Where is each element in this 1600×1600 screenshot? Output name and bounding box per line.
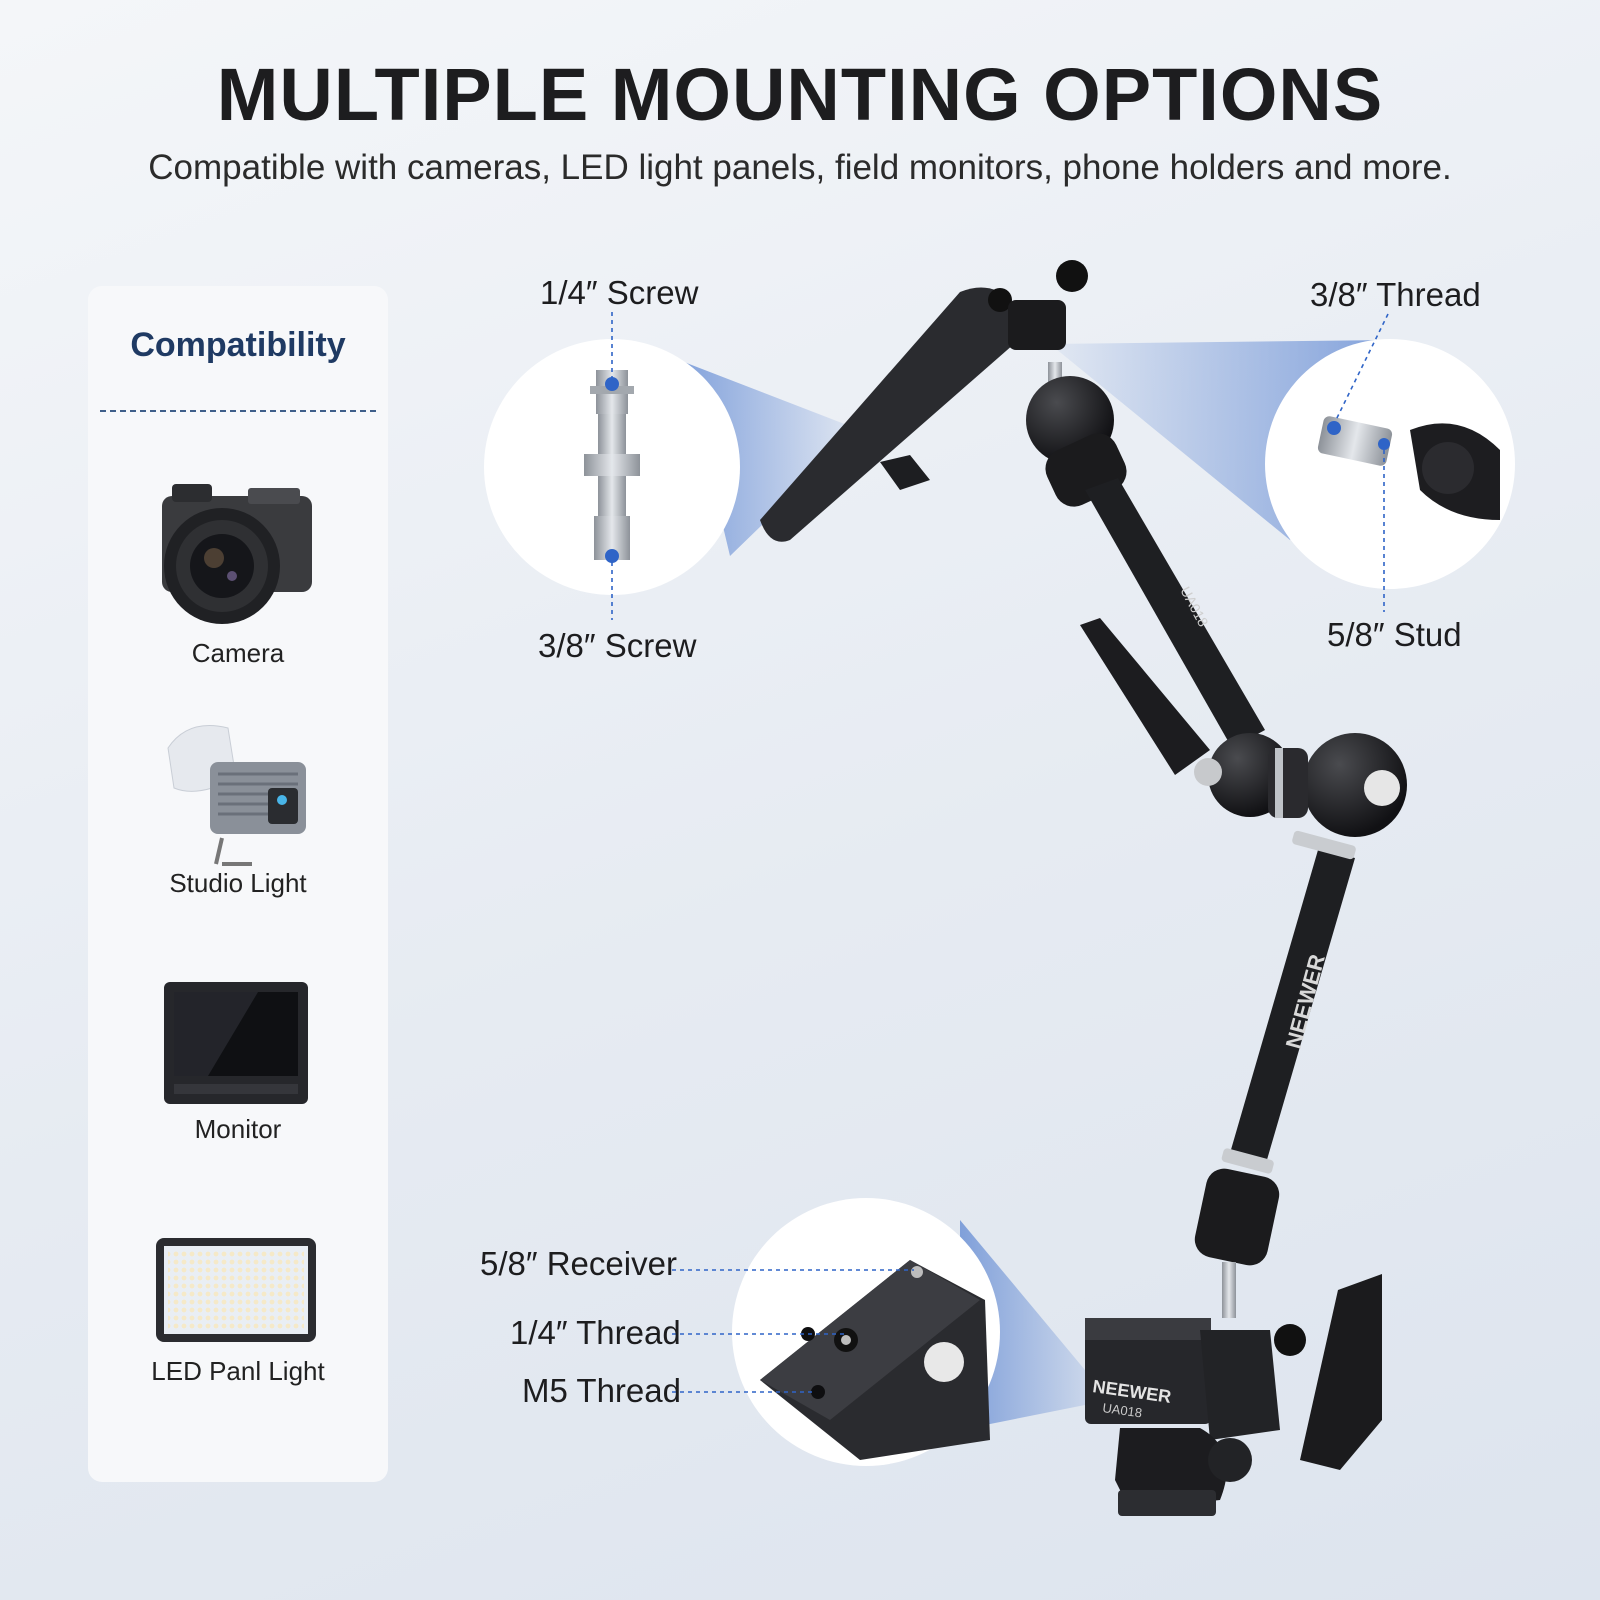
clamp-model-text: UA018 xyxy=(1102,1400,1143,1420)
callout-receiver-five-eighths: 5/8″ Receiver xyxy=(480,1245,677,1282)
magic-arm-illustration xyxy=(760,260,1407,1516)
clamp-zoom-icon xyxy=(760,1260,990,1460)
compat-label-led-panel: LED Panl Light xyxy=(151,1356,325,1386)
monitor-icon xyxy=(164,982,308,1104)
camera-icon xyxy=(162,484,312,624)
callout-stud-five-eighths: 5/8″ Stud xyxy=(1327,616,1462,653)
beam-bottom xyxy=(960,1220,1110,1430)
callout-thread-m5: M5 Thread xyxy=(522,1372,681,1409)
compatibility-title: Compatibility xyxy=(130,326,346,364)
compatibility-divider xyxy=(100,410,376,412)
page-title: MULTIPLE MOUNTING OPTIONS xyxy=(216,53,1384,136)
compat-label-studio-light: Studio Light xyxy=(169,868,307,898)
zoom-circle-stud xyxy=(1265,339,1515,589)
led-panel-icon xyxy=(156,1238,316,1342)
compat-label-monitor: Monitor xyxy=(194,1114,282,1144)
compatibility-panel: Compatibility Camera Studio Light xyxy=(88,286,388,1482)
callout-screw-quarter: 1/4″ Screw xyxy=(540,274,699,311)
studio-light-icon xyxy=(167,725,306,866)
double-screw-icon xyxy=(584,370,640,563)
callout-thread-three-eighths: 3/8″ Thread xyxy=(1310,276,1481,313)
callout-screw-three-eighths: 3/8″ Screw xyxy=(538,627,697,664)
stud-adapter-icon xyxy=(1317,416,1500,520)
compat-label-camera: Camera xyxy=(191,638,285,668)
page-subtitle: Compatible with cameras, LED light panel… xyxy=(148,148,1452,187)
callout-thread-quarter: 1/4″ Thread xyxy=(510,1314,681,1351)
